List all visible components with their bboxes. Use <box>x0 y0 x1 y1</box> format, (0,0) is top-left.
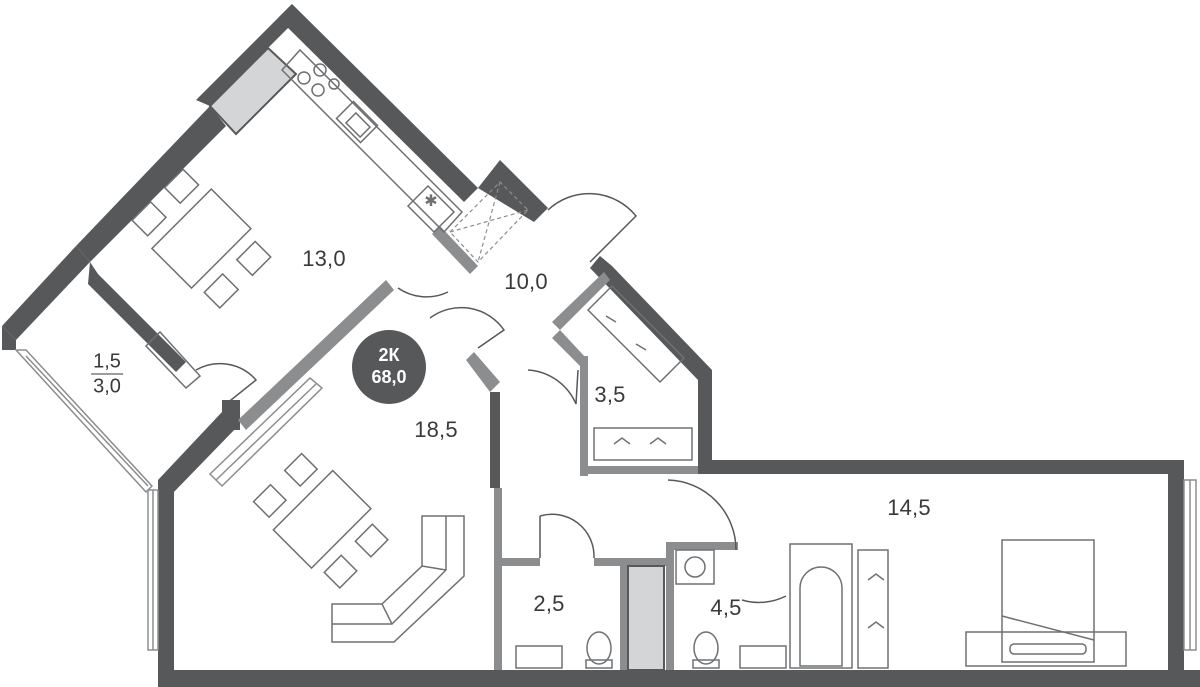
windows <box>14 349 1197 651</box>
wc-area-label: 2,5 <box>533 591 565 616</box>
total-area: 68,0 <box>371 367 407 387</box>
wardrobe-rails <box>586 284 693 461</box>
living-area-label: 18,5 <box>414 417 458 442</box>
kitchen-counter: ✱ <box>280 48 464 234</box>
exterior-walls <box>2 4 1200 687</box>
kitchen-area-label: 13,0 <box>302 246 346 271</box>
shafts <box>208 46 665 671</box>
apartment-badge: 2К 68,0 <box>352 330 426 404</box>
hall-area-label: 10,0 <box>504 269 548 294</box>
balcony-area-label: 1,5 3,0 <box>91 350 123 399</box>
entry-niche <box>449 181 529 263</box>
kitchen-dining-set <box>131 168 272 309</box>
partitions <box>238 226 738 670</box>
room-count: 2К <box>378 345 400 365</box>
balcony-area-full: 3,0 <box>93 375 121 398</box>
doors <box>195 192 787 604</box>
bedroom-area-label: 14,5 <box>887 495 931 520</box>
balcony-area-reduced: 1,5 <box>91 350 123 375</box>
balcony-bench <box>144 330 202 390</box>
bath-area-label: 4,5 <box>710 595 742 620</box>
wardrobe-area-label: 3,5 <box>594 382 626 407</box>
svg-text:✱: ✱ <box>424 191 437 210</box>
bathroom-fixtures <box>515 543 889 669</box>
bed <box>965 539 1127 667</box>
corner-sofa <box>331 515 465 643</box>
living-dining-set <box>252 452 389 589</box>
